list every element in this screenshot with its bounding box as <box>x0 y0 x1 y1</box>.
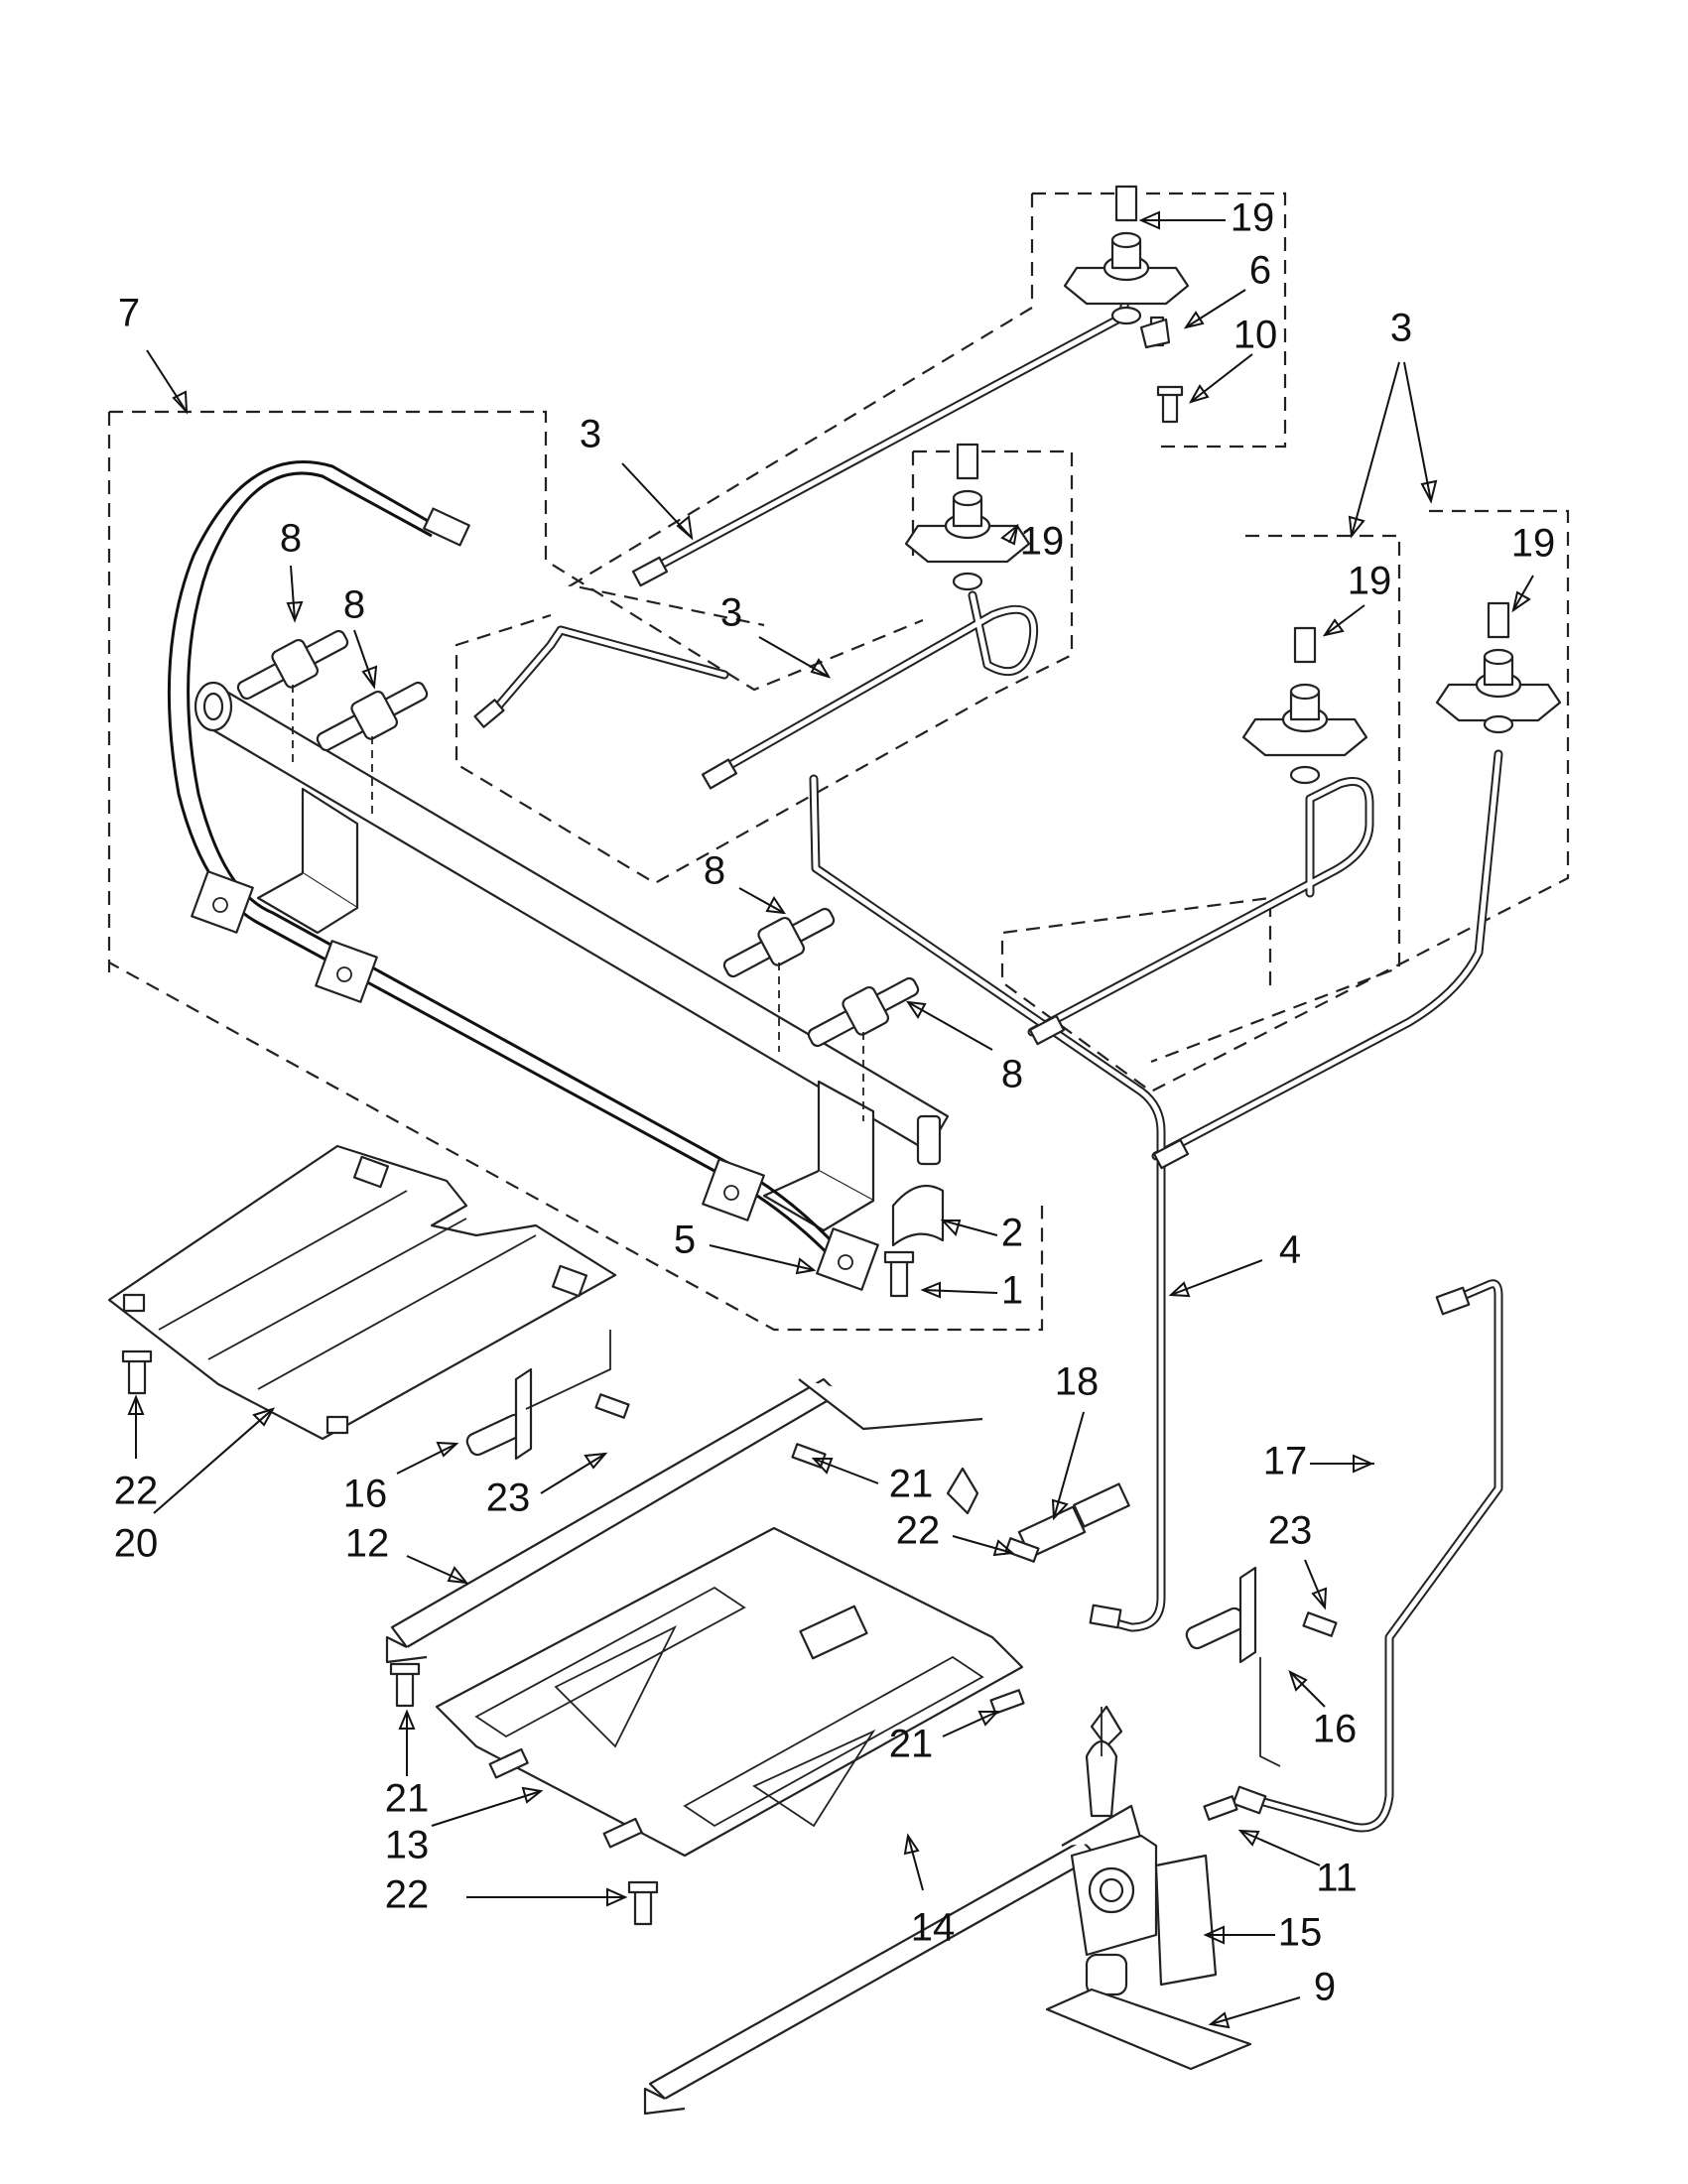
panel-20 <box>107 1144 617 1441</box>
callout-3-a: 3 <box>580 413 601 456</box>
callout-1: 1 <box>1001 1269 1023 1313</box>
manifold-pipe <box>194 681 950 1298</box>
burner-tube-12 <box>385 1377 983 1664</box>
callout-4: 4 <box>1279 1228 1301 1272</box>
panel-13 <box>435 1526 1024 1858</box>
callout-10: 10 <box>1234 314 1278 357</box>
callout-17: 17 <box>1263 1440 1308 1483</box>
burner-valve-group <box>904 185 1562 785</box>
gas-tubes <box>486 283 1503 1833</box>
callout-9: 9 <box>1314 1966 1336 2009</box>
orifice-valves <box>236 629 920 1121</box>
callout-21-c: 21 <box>889 1723 934 1766</box>
callout-16-right: 16 <box>1313 1708 1358 1751</box>
callout-18: 18 <box>1055 1360 1100 1404</box>
tube-fittings <box>473 556 1471 1815</box>
callout-23-right: 23 <box>1268 1509 1313 1553</box>
callout-23-left: 23 <box>486 1477 531 1520</box>
callout-labels: 19 6 10 7 3 3 19 3 19 19 8 8 8 8 2 5 1 4… <box>114 196 1556 2009</box>
callout-22-b: 22 <box>896 1509 941 1553</box>
callout-8-a: 8 <box>280 517 302 561</box>
callout-22-left: 22 <box>114 1470 159 1513</box>
callout-6: 6 <box>1249 249 1271 293</box>
callout-2: 2 <box>1001 1212 1023 1255</box>
callout-8-d: 8 <box>1001 1053 1023 1096</box>
callout-8-b: 8 <box>343 583 365 627</box>
callout-22-c: 22 <box>385 1873 430 1917</box>
callout-3-b: 3 <box>720 591 742 635</box>
callout-11: 11 <box>1316 1857 1358 1900</box>
callout-3-right: 3 <box>1390 307 1412 350</box>
oven-safety-valve <box>1045 1707 1252 2071</box>
callout-19-b: 19 <box>1020 520 1065 564</box>
callout-8-c: 8 <box>704 849 725 893</box>
callout-16-left: 16 <box>343 1473 388 1516</box>
callout-15: 15 <box>1278 1911 1323 1955</box>
screws <box>389 1393 1338 1926</box>
leader-lines <box>127 210 1534 2029</box>
callout-21-b: 21 <box>385 1777 430 1821</box>
callout-7: 7 <box>118 292 140 335</box>
callout-12: 12 <box>345 1522 390 1566</box>
igniter-switch-blocks <box>191 870 879 1291</box>
callout-20: 20 <box>114 1522 159 1566</box>
callout-19-d: 19 <box>1511 522 1556 566</box>
callout-13: 13 <box>385 1824 430 1867</box>
callout-21-a: 21 <box>889 1463 934 1506</box>
callout-19-top: 19 <box>1231 196 1275 240</box>
callout-14: 14 <box>911 1906 956 1950</box>
callout-5: 5 <box>674 1219 696 1262</box>
igniter-electrodes <box>465 1330 1281 1767</box>
burner-tube-14 <box>643 1804 1143 2116</box>
callout-19-c: 19 <box>1348 560 1392 603</box>
